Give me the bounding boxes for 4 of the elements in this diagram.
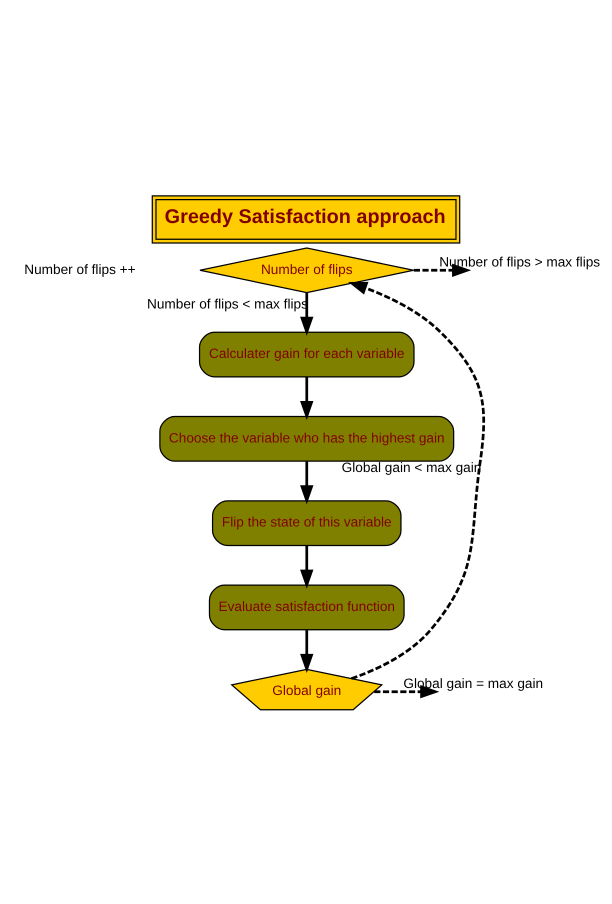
edge-label: Number of flips > max flips [439,254,600,269]
diagram-title: Greedy Satisfaction approach [164,205,446,228]
label: Number of flips ++ [24,261,136,276]
edge-label: Global gain = max gain [403,675,544,690]
